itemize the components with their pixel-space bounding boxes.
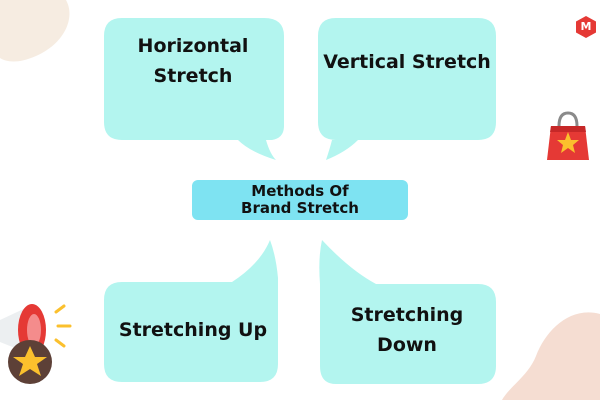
megaphone-star-icon <box>0 304 72 384</box>
bubble-label: Stretching Up <box>118 319 268 341</box>
bubble-vertical-stretch: Vertical Stretch <box>314 14 500 160</box>
bubble-shape <box>104 18 284 160</box>
logo-hexagon-icon <box>576 16 596 38</box>
center-title: Methods Of Brand Stretch <box>241 182 359 217</box>
brand-logo: M <box>575 16 597 38</box>
top-left-blob <box>0 0 70 62</box>
center-title-box: Methods Of Brand Stretch <box>192 180 408 220</box>
bottom-right-blob <box>502 312 600 400</box>
logo-letter: M <box>580 20 592 33</box>
bubble-shape <box>319 240 496 384</box>
bubble-shape <box>318 18 496 160</box>
shopping-bag-star-icon <box>547 111 589 160</box>
bubble-label: Stretching Down <box>350 304 464 356</box>
bubble-shape <box>104 240 278 382</box>
bubble-horizontal-stretch: Horizontal Stretch <box>100 14 286 160</box>
bubble-label: Vertical Stretch <box>323 51 491 73</box>
bubble-stretching-down: Stretching Down <box>314 238 500 388</box>
bubble-stretching-up: Stretching Up <box>100 238 286 388</box>
bubble-label: Horizontal Stretch <box>137 35 249 87</box>
